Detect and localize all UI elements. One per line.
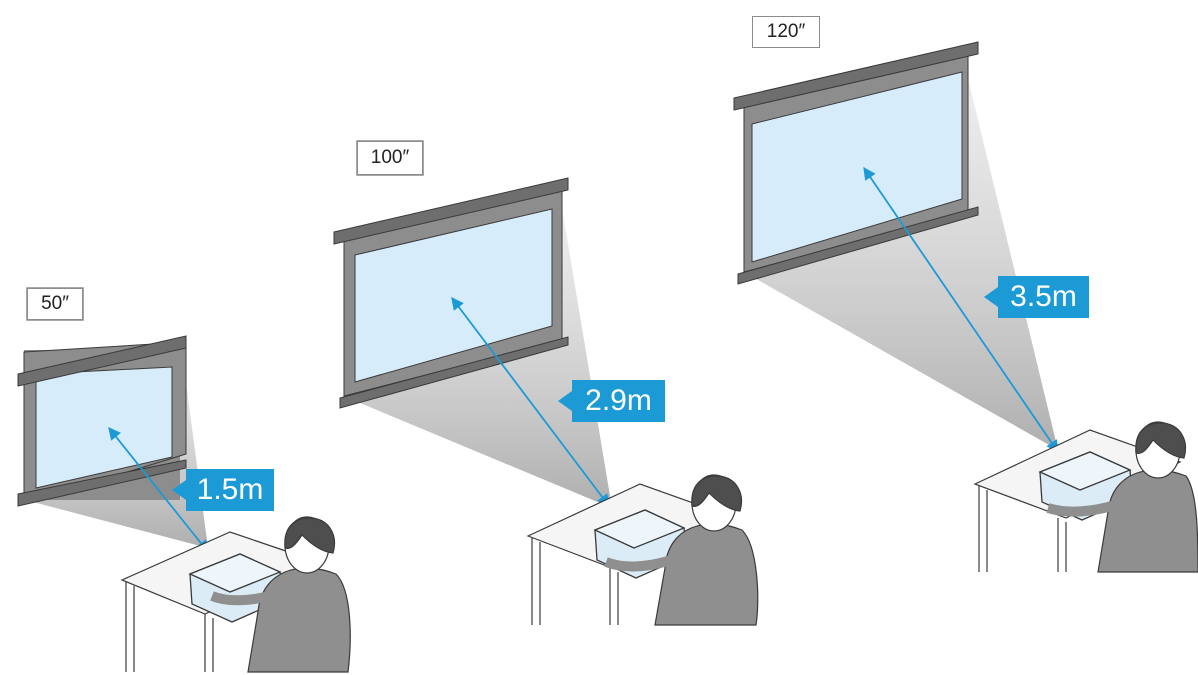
screen-size-label-120: 120″ <box>752 16 820 48</box>
scene-100-inch <box>333 140 759 626</box>
person <box>1046 421 1198 573</box>
screen-size-label-50: 50″ <box>27 288 83 320</box>
distance-label-120: 3.5m <box>984 276 1089 318</box>
distance-arrow <box>451 296 610 508</box>
scene-50-inch <box>17 287 351 673</box>
person <box>604 474 759 626</box>
scene-120-inch <box>733 41 1198 573</box>
distance-label-50: 1.5m <box>172 469 274 511</box>
distance-label-100: 2.9m <box>558 380 665 422</box>
projection-screen <box>17 335 187 507</box>
person <box>210 516 351 673</box>
distance-arrow <box>863 166 1059 454</box>
screen-size-label-100: 100″ <box>357 141 423 175</box>
distance-arrow <box>108 427 209 553</box>
